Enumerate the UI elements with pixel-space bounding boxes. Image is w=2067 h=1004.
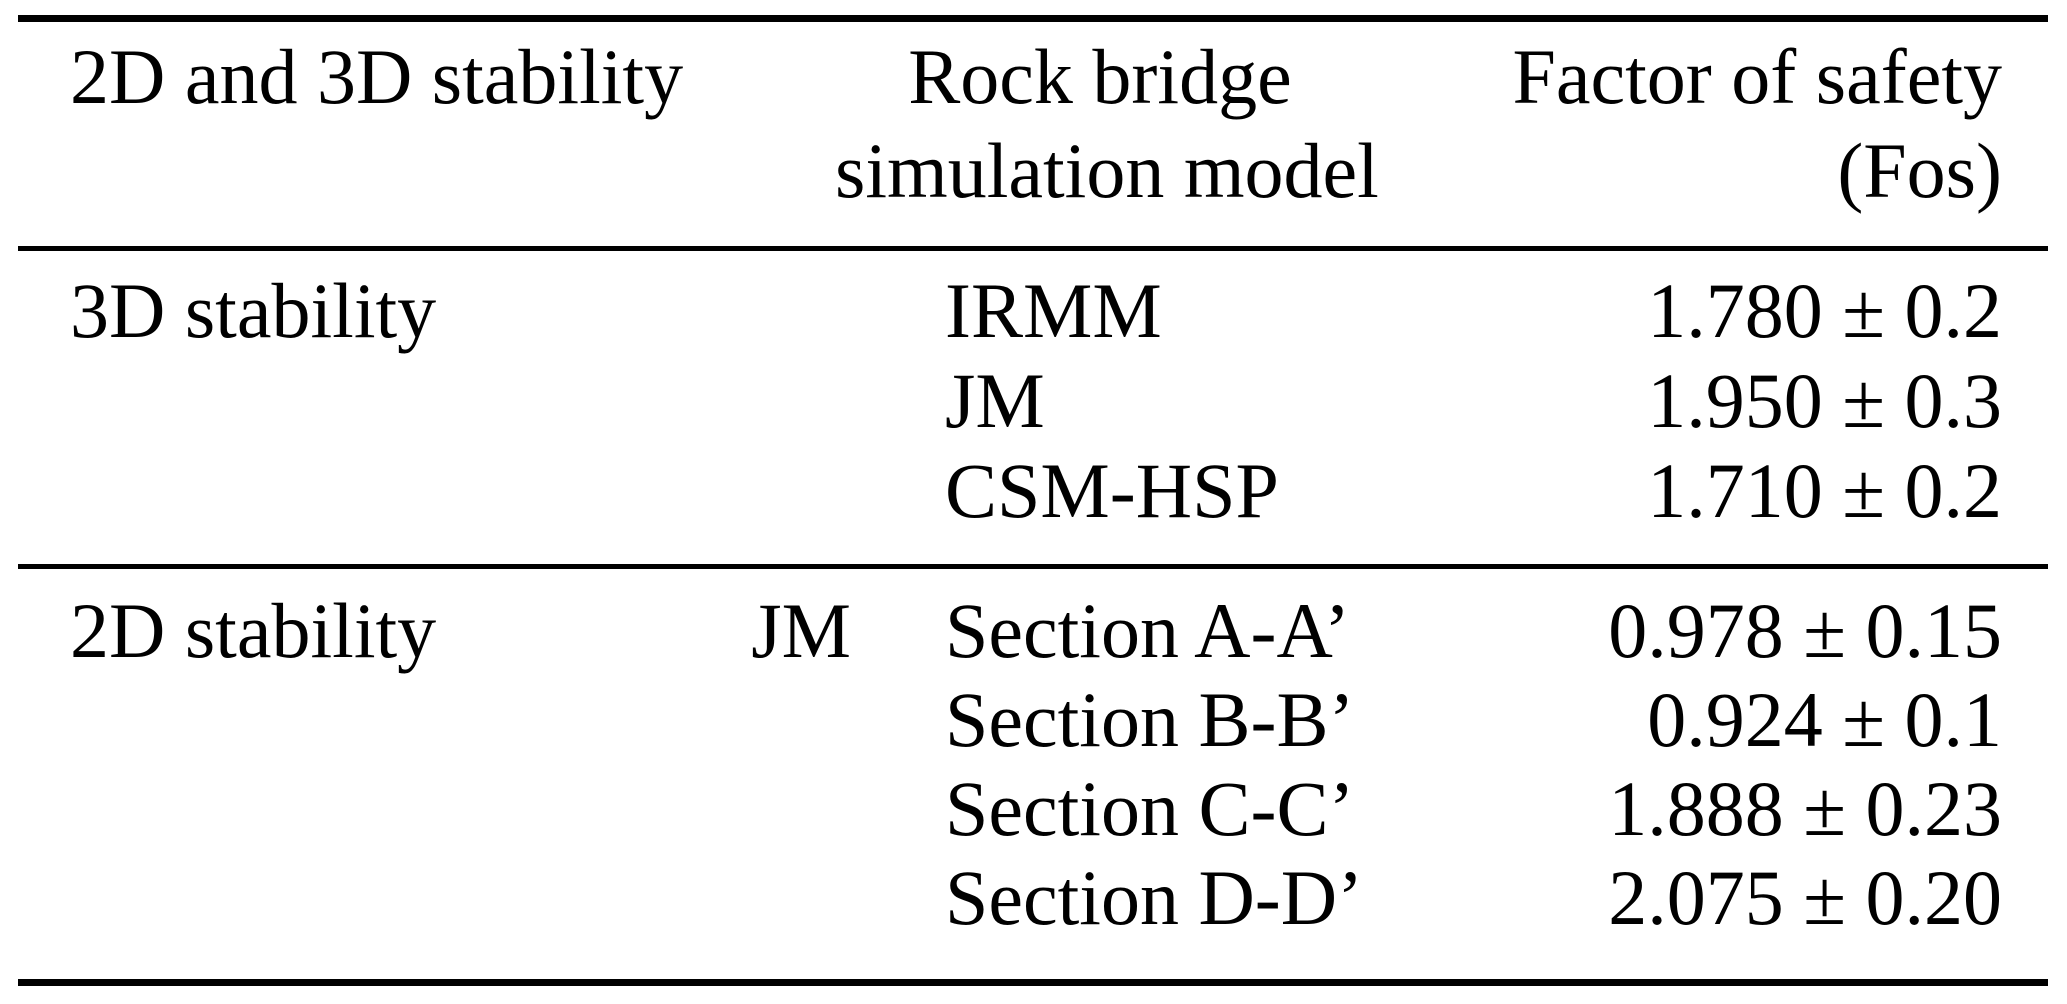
fos-cell: 1.710 ± 0.2 <box>1647 447 2002 534</box>
model-cell: IRMM <box>945 267 1162 354</box>
fos-cell: 0.978 ± 0.15 <box>1608 587 2002 674</box>
header-stability-column: 2D and 3D stability <box>70 33 684 120</box>
model-cell: Section B-B’ <box>945 676 1355 763</box>
group-label-2d: 2D stability <box>70 587 437 674</box>
header-fos-column-line2: (Fos) <box>1837 127 2002 214</box>
fos-cell: 1.780 ± 0.2 <box>1647 267 2002 354</box>
fos-cell: 0.924 ± 0.1 <box>1647 676 2002 763</box>
table-bottom-rule <box>18 979 2048 986</box>
table-header-rule <box>18 246 2048 251</box>
group-label-3d: 3D stability <box>70 267 437 354</box>
fos-cell: 2.075 ± 0.20 <box>1608 854 2002 941</box>
fos-cell: 1.950 ± 0.3 <box>1647 357 2002 444</box>
fos-cell: 1.888 ± 0.23 <box>1608 765 2002 852</box>
model-cell: Section C-C’ <box>945 765 1355 852</box>
header-fos-column-line1: Factor of safety <box>1512 33 2002 120</box>
header-model-column-line1: Rock bridge <box>908 33 1292 120</box>
model-cell: JM <box>945 357 1045 444</box>
table-group-divider-rule <box>18 564 2048 569</box>
table-top-rule <box>18 15 2048 22</box>
model-cell: Section A-A’ <box>945 587 1351 674</box>
header-model-column-line2: simulation model <box>835 127 1379 214</box>
group-model-prefix-jm: JM <box>751 587 851 674</box>
model-cell: CSM-HSP <box>945 447 1279 534</box>
model-cell: Section D-D’ <box>945 854 1364 941</box>
